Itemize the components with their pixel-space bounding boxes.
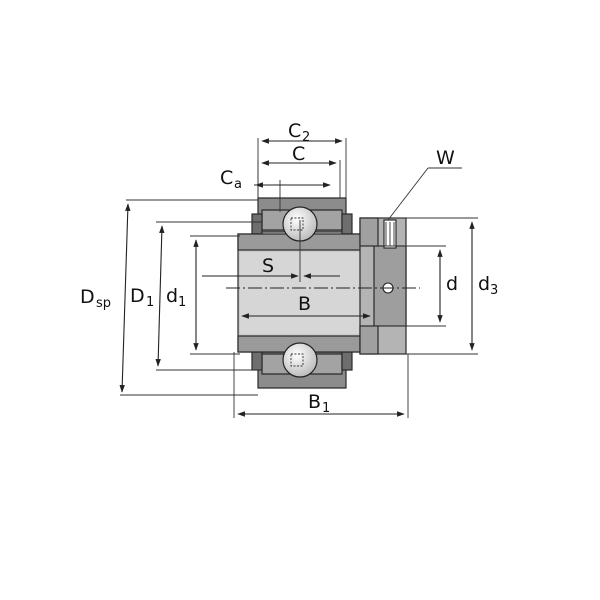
label-d1: d (166, 285, 178, 307)
label-dsp-sub: sp (96, 296, 111, 311)
label-D1-sub: 1 (146, 295, 154, 310)
ball-bottom (282, 342, 318, 378)
label-b1-sub: 1 (322, 401, 330, 416)
extension-lines (120, 138, 478, 418)
collar-bottom-step (359, 325, 379, 355)
label-c2: C (288, 120, 301, 142)
label-ca: C (220, 167, 233, 189)
label-c: C (292, 143, 305, 165)
label-d: d (446, 273, 458, 295)
dimension-labels: C 2 C C a W S B B 1 d d 3 D sp D 1 d 1 (80, 120, 498, 416)
seal-top-right (341, 213, 353, 235)
label-s: S (262, 255, 274, 277)
label-w: W (436, 147, 455, 169)
label-b1: B (308, 391, 321, 413)
label-d1-sub: 1 (178, 295, 186, 310)
label-D1: D (130, 285, 145, 307)
collar-top-step (359, 217, 379, 247)
label-dsp: D (80, 286, 95, 308)
label-d3-sub: 3 (490, 283, 498, 298)
bore-band (240, 252, 372, 334)
dimension-lines (119, 138, 475, 417)
dim-dsp (119, 203, 131, 393)
dim-D1 (155, 225, 165, 367)
seal-top-left (251, 213, 263, 235)
label-d3: d (478, 273, 490, 295)
bearing-body (226, 197, 420, 389)
label-c2-sub: 2 (302, 130, 310, 145)
seal-bottom-left (251, 349, 263, 371)
label-ca-sub: a (234, 177, 242, 192)
label-b: B (298, 293, 311, 315)
seal-bottom-right (341, 349, 353, 371)
